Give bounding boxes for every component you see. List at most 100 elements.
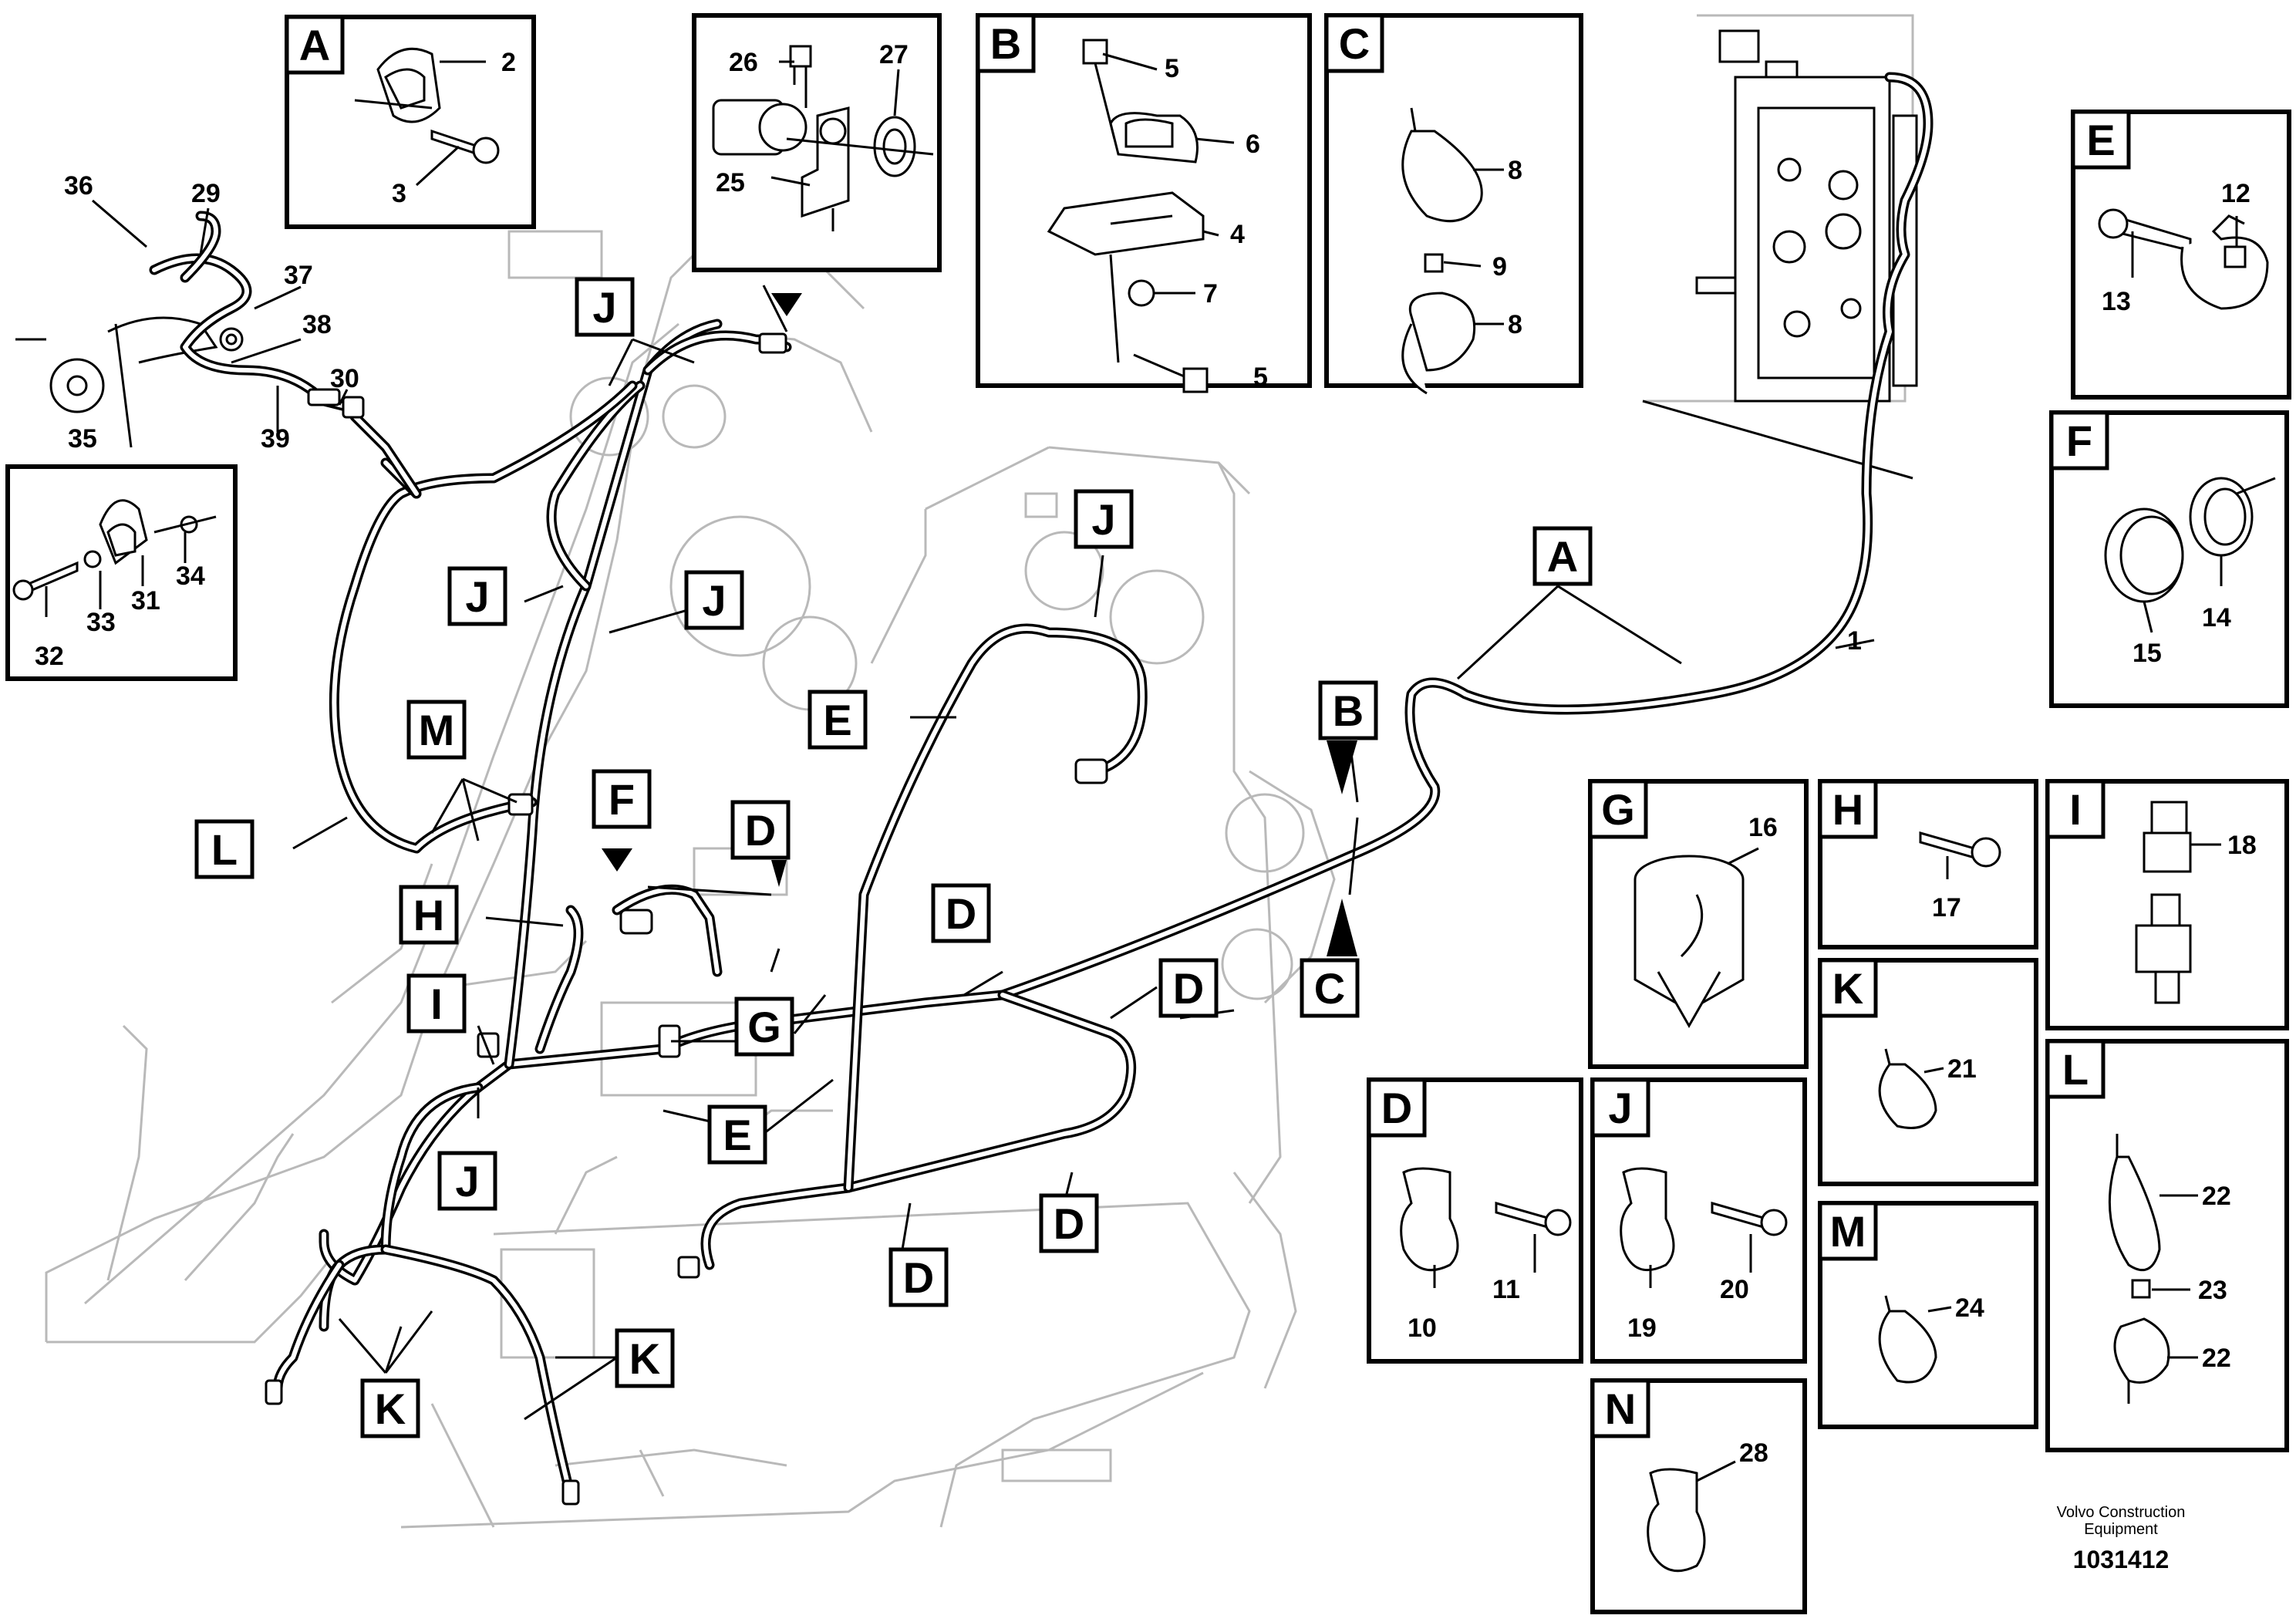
detail-box-d: D 10 11	[1367, 1077, 1583, 1364]
part-num-8b: 8	[1508, 310, 1522, 339]
part-num-18: 18	[2227, 831, 2257, 860]
detail-letter-n: N	[1605, 1384, 1636, 1433]
detail-box-h: H 17	[1818, 779, 2038, 949]
detail-letter-l: L	[2062, 1045, 2089, 1094]
part-num-39: 39	[261, 424, 290, 454]
tag-g: G	[747, 1003, 781, 1051]
part-num-19: 19	[1627, 1313, 1657, 1343]
detail-box-k: K 21	[1818, 958, 2038, 1186]
tag-b: B	[1333, 686, 1364, 735]
detail-letter-f: F	[2066, 416, 2092, 465]
part-num-16: 16	[1748, 813, 1778, 842]
part-num-37: 37	[284, 261, 313, 290]
detail-box-b: B 5 6 4 7 5	[976, 13, 1312, 393]
part-num-21: 21	[1947, 1054, 1977, 1084]
part-num-20: 20	[1720, 1275, 1749, 1304]
tag-e-1: E	[823, 696, 851, 744]
part-num-27: 27	[879, 40, 909, 69]
part-num-28: 28	[1739, 1438, 1768, 1468]
credit-line-1: Volvo Construction	[2056, 1504, 2186, 1521]
part-num-24: 24	[1955, 1293, 1984, 1323]
detail-box-clip: 32 33 31 34	[5, 464, 238, 681]
detail-letter-d: D	[1381, 1084, 1412, 1132]
detail-box-f: F 15 14	[2049, 410, 2289, 708]
detail-box-e: E 13 12	[2071, 110, 2291, 400]
detail-box-g: G 16	[1588, 779, 1809, 1069]
part-num-25: 25	[716, 168, 745, 197]
part-num-1: 1	[1847, 626, 1862, 656]
tag-j-1: J	[592, 283, 616, 332]
detail-letter-k: K	[1832, 964, 1863, 1013]
part-num-26: 26	[729, 48, 758, 77]
callout-tags: J J J J M E B A L F D H D D C I G	[194, 277, 1593, 1438]
illustration-number: 1031412	[2072, 1546, 2170, 1573]
credit-line-2: Equipment	[2084, 1521, 2158, 1538]
part-num-12: 12	[2221, 179, 2250, 208]
part-num-9: 9	[1492, 252, 1507, 282]
detail-letter-g: G	[1601, 785, 1635, 834]
detail-box-n: N 28	[1590, 1378, 1807, 1614]
detail-box-a: A 2 3	[285, 15, 536, 229]
tag-l: L	[211, 825, 238, 874]
tag-j-4: J	[702, 576, 726, 625]
part-num-7: 7	[1203, 279, 1218, 309]
detail-box-l: L 22 23 22	[2045, 1039, 2289, 1452]
horn-assembly	[15, 211, 422, 499]
part-num-22a: 22	[2202, 1182, 2231, 1211]
part-num-31: 31	[131, 586, 160, 615]
cab-panel	[1642, 14, 1918, 480]
part-num-11: 11	[1492, 1275, 1520, 1304]
part-num-29: 29	[191, 179, 221, 208]
tag-e-2: E	[723, 1111, 751, 1159]
part-num-33: 33	[86, 608, 116, 637]
detail-letter-b: B	[990, 19, 1021, 68]
part-num-22b: 22	[2202, 1344, 2231, 1373]
tag-a: A	[1547, 532, 1578, 581]
part-num-10: 10	[1408, 1313, 1437, 1343]
part-num-36: 36	[64, 171, 93, 201]
free-part-numbers: 1 36 29 37 38 30 39 35	[64, 171, 1862, 656]
detail-letter-h: H	[1832, 785, 1863, 834]
part-num-5a: 5	[1165, 54, 1179, 83]
detail-box-c: C 8 9 8	[1324, 13, 1583, 395]
detail-box-j: J 19 20	[1590, 1077, 1807, 1364]
part-num-13: 13	[2102, 287, 2131, 316]
tag-i: I	[430, 980, 443, 1028]
detail-letter-i: I	[2069, 785, 2082, 834]
tag-j-5: J	[455, 1157, 479, 1206]
tag-j-2: J	[1091, 495, 1115, 544]
part-num-34: 34	[176, 561, 205, 591]
part-num-3: 3	[392, 179, 406, 208]
part-num-15: 15	[2132, 639, 2162, 668]
detail-letter-e: E	[2086, 116, 2115, 164]
tag-j-3: J	[465, 572, 489, 621]
part-num-32: 32	[35, 642, 64, 671]
tag-c: C	[1314, 964, 1345, 1013]
tag-f: F	[609, 775, 635, 824]
harness-main	[272, 72, 1934, 1502]
detail-box-i: I 18	[2045, 779, 2289, 1030]
tag-d-4: D	[1054, 1199, 1084, 1248]
part-num-8a: 8	[1508, 156, 1522, 185]
detail-box-connector: 26 27 25	[692, 13, 942, 272]
detail-letter-c: C	[1339, 19, 1370, 68]
tag-h: H	[413, 891, 444, 939]
tag-d-2: D	[946, 889, 976, 938]
pointer-arrows	[602, 293, 1357, 956]
part-num-30: 30	[330, 364, 359, 393]
part-num-38: 38	[302, 310, 332, 339]
detail-box-m: M 24	[1818, 1201, 2038, 1429]
part-num-23: 23	[2198, 1276, 2227, 1305]
loader-frame	[45, 229, 1336, 1529]
part-num-35: 35	[68, 424, 97, 454]
tag-m: M	[419, 706, 455, 754]
part-num-17: 17	[1932, 893, 1961, 922]
publisher-credit: Volvo Construction Equipment 1031412	[2005, 1504, 2237, 1574]
part-num-14: 14	[2202, 603, 2231, 632]
part-num-2: 2	[501, 48, 516, 77]
part-num-4: 4	[1230, 220, 1245, 249]
detail-letter-a: A	[299, 21, 330, 69]
tag-k-1: K	[629, 1334, 660, 1383]
tag-d-3: D	[1173, 964, 1204, 1013]
